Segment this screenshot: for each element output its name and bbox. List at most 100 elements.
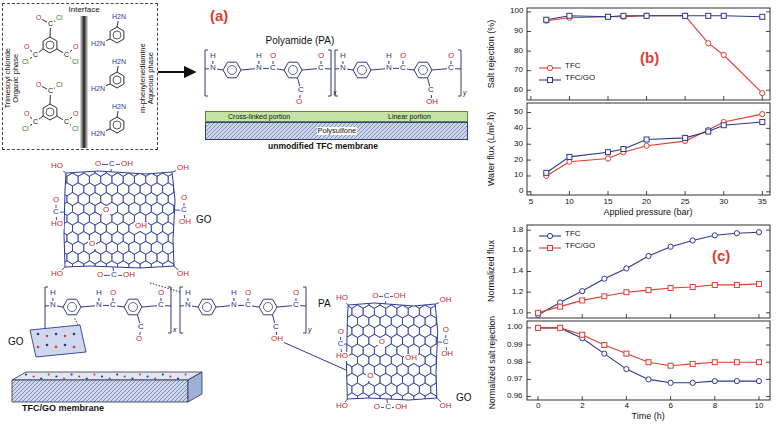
benzene-ring [110, 27, 124, 43]
legend-item: TFC/GO [538, 242, 618, 253]
tick-label: 20 [642, 198, 651, 207]
go-dot [37, 333, 40, 336]
go-dot [109, 377, 111, 379]
graphene-lattice [33, 154, 208, 284]
atom-label: H [230, 289, 238, 298]
data-marker [712, 282, 717, 287]
axis-tick [527, 112, 531, 113]
data-marker [734, 231, 739, 236]
atom-label: O [109, 289, 117, 298]
axis-tick [527, 396, 531, 397]
axis-title: Water flux (L/m².h) [487, 112, 497, 186]
functional-group: O [371, 292, 379, 301]
atom-label: H2N [111, 103, 127, 111]
legend-item: TFC/GO [538, 74, 618, 85]
go-dot [55, 346, 58, 349]
go-dot [78, 375, 80, 377]
data-marker [544, 18, 549, 23]
repeat-subscript: x [333, 89, 337, 97]
data-marker [624, 290, 629, 295]
functional-group: C [180, 206, 188, 215]
axis-tick [527, 230, 531, 231]
atom-label: Cl [21, 58, 30, 66]
data-marker [624, 366, 629, 371]
functional-group: OH [404, 354, 418, 363]
axis-tick [758, 314, 759, 318]
component-label: GO [456, 392, 472, 403]
benzene-ring [43, 37, 57, 53]
axis-tick [766, 51, 770, 52]
axis-tick [670, 314, 671, 318]
data-marker [668, 380, 673, 385]
atom-label: O [292, 289, 300, 298]
tick-label: 1.8 [512, 226, 523, 235]
data-marker [580, 289, 585, 294]
atom-label: O [35, 14, 42, 22]
axis-tick [582, 314, 583, 318]
functional-group: O [102, 206, 110, 215]
atom-label: Cl [55, 81, 64, 89]
data-marker [606, 150, 611, 155]
axis-tick [646, 96, 647, 100]
data-marker [644, 13, 649, 18]
polysulfone-support: Polysulfoneunmodified TFC membrane [205, 122, 468, 140]
tick-label: 1.2 [512, 288, 523, 297]
go-dot [93, 373, 95, 375]
axis-tick [766, 191, 770, 192]
axis-tick [626, 396, 627, 400]
tick-label: 0.98 [507, 358, 523, 367]
data-marker [706, 129, 711, 134]
data-line [546, 122, 762, 173]
atom-label: H2N [90, 40, 106, 48]
tfc-go-membrane: TFC/GO membrane [12, 372, 202, 402]
data-marker [544, 17, 549, 22]
component-label: GO [196, 214, 212, 225]
tick-label: 4 [624, 402, 628, 411]
tick-label: 0.99 [507, 341, 523, 350]
axis-title: Normalized flux [487, 240, 497, 302]
data-marker [760, 112, 765, 117]
tick-label: 1.00 [507, 323, 523, 332]
data-marker [646, 377, 651, 382]
panel-letter: (a) [210, 8, 228, 25]
atom-label: O [72, 43, 79, 51]
repeat-bracket [458, 50, 461, 96]
plot-frame [527, 103, 770, 195]
functional-group: OH [176, 164, 190, 173]
tick-label: 60 [514, 86, 523, 95]
tick-label: 1.4 [512, 267, 523, 276]
functional-group: HO [50, 162, 64, 171]
axis-tick [766, 362, 770, 363]
legend-marker [547, 65, 552, 70]
atom-label: N [385, 64, 393, 73]
atom-label: H2N [90, 85, 106, 93]
tick-label: 20 [514, 156, 523, 165]
data-marker [760, 91, 765, 96]
functional-group: O [442, 326, 450, 335]
atom-label: O [269, 52, 277, 61]
aromatic-circle [113, 31, 121, 39]
data-marker [624, 266, 629, 271]
go-dot [64, 335, 67, 338]
data-marker [644, 143, 649, 148]
axis-tick [527, 144, 531, 145]
portion-label: Linear portion [388, 113, 431, 121]
data-marker [621, 13, 626, 18]
data-marker [756, 379, 761, 384]
data-marker [605, 14, 610, 19]
legend-sample [538, 75, 562, 85]
data-marker [621, 147, 626, 152]
atom-label: Cl [71, 58, 80, 66]
axis-tick [527, 379, 531, 380]
data-marker [683, 13, 688, 18]
data-marker [690, 380, 695, 385]
go-dot [147, 375, 149, 377]
axis-tick [758, 396, 759, 400]
data-marker [605, 156, 610, 161]
data-line [546, 114, 762, 176]
axis-tick [569, 96, 570, 100]
tick-label: 80 [514, 47, 523, 56]
axis-tick [608, 191, 609, 195]
benzene-ring [63, 299, 81, 315]
axis-title: Applied pressure (bar) [604, 208, 693, 218]
